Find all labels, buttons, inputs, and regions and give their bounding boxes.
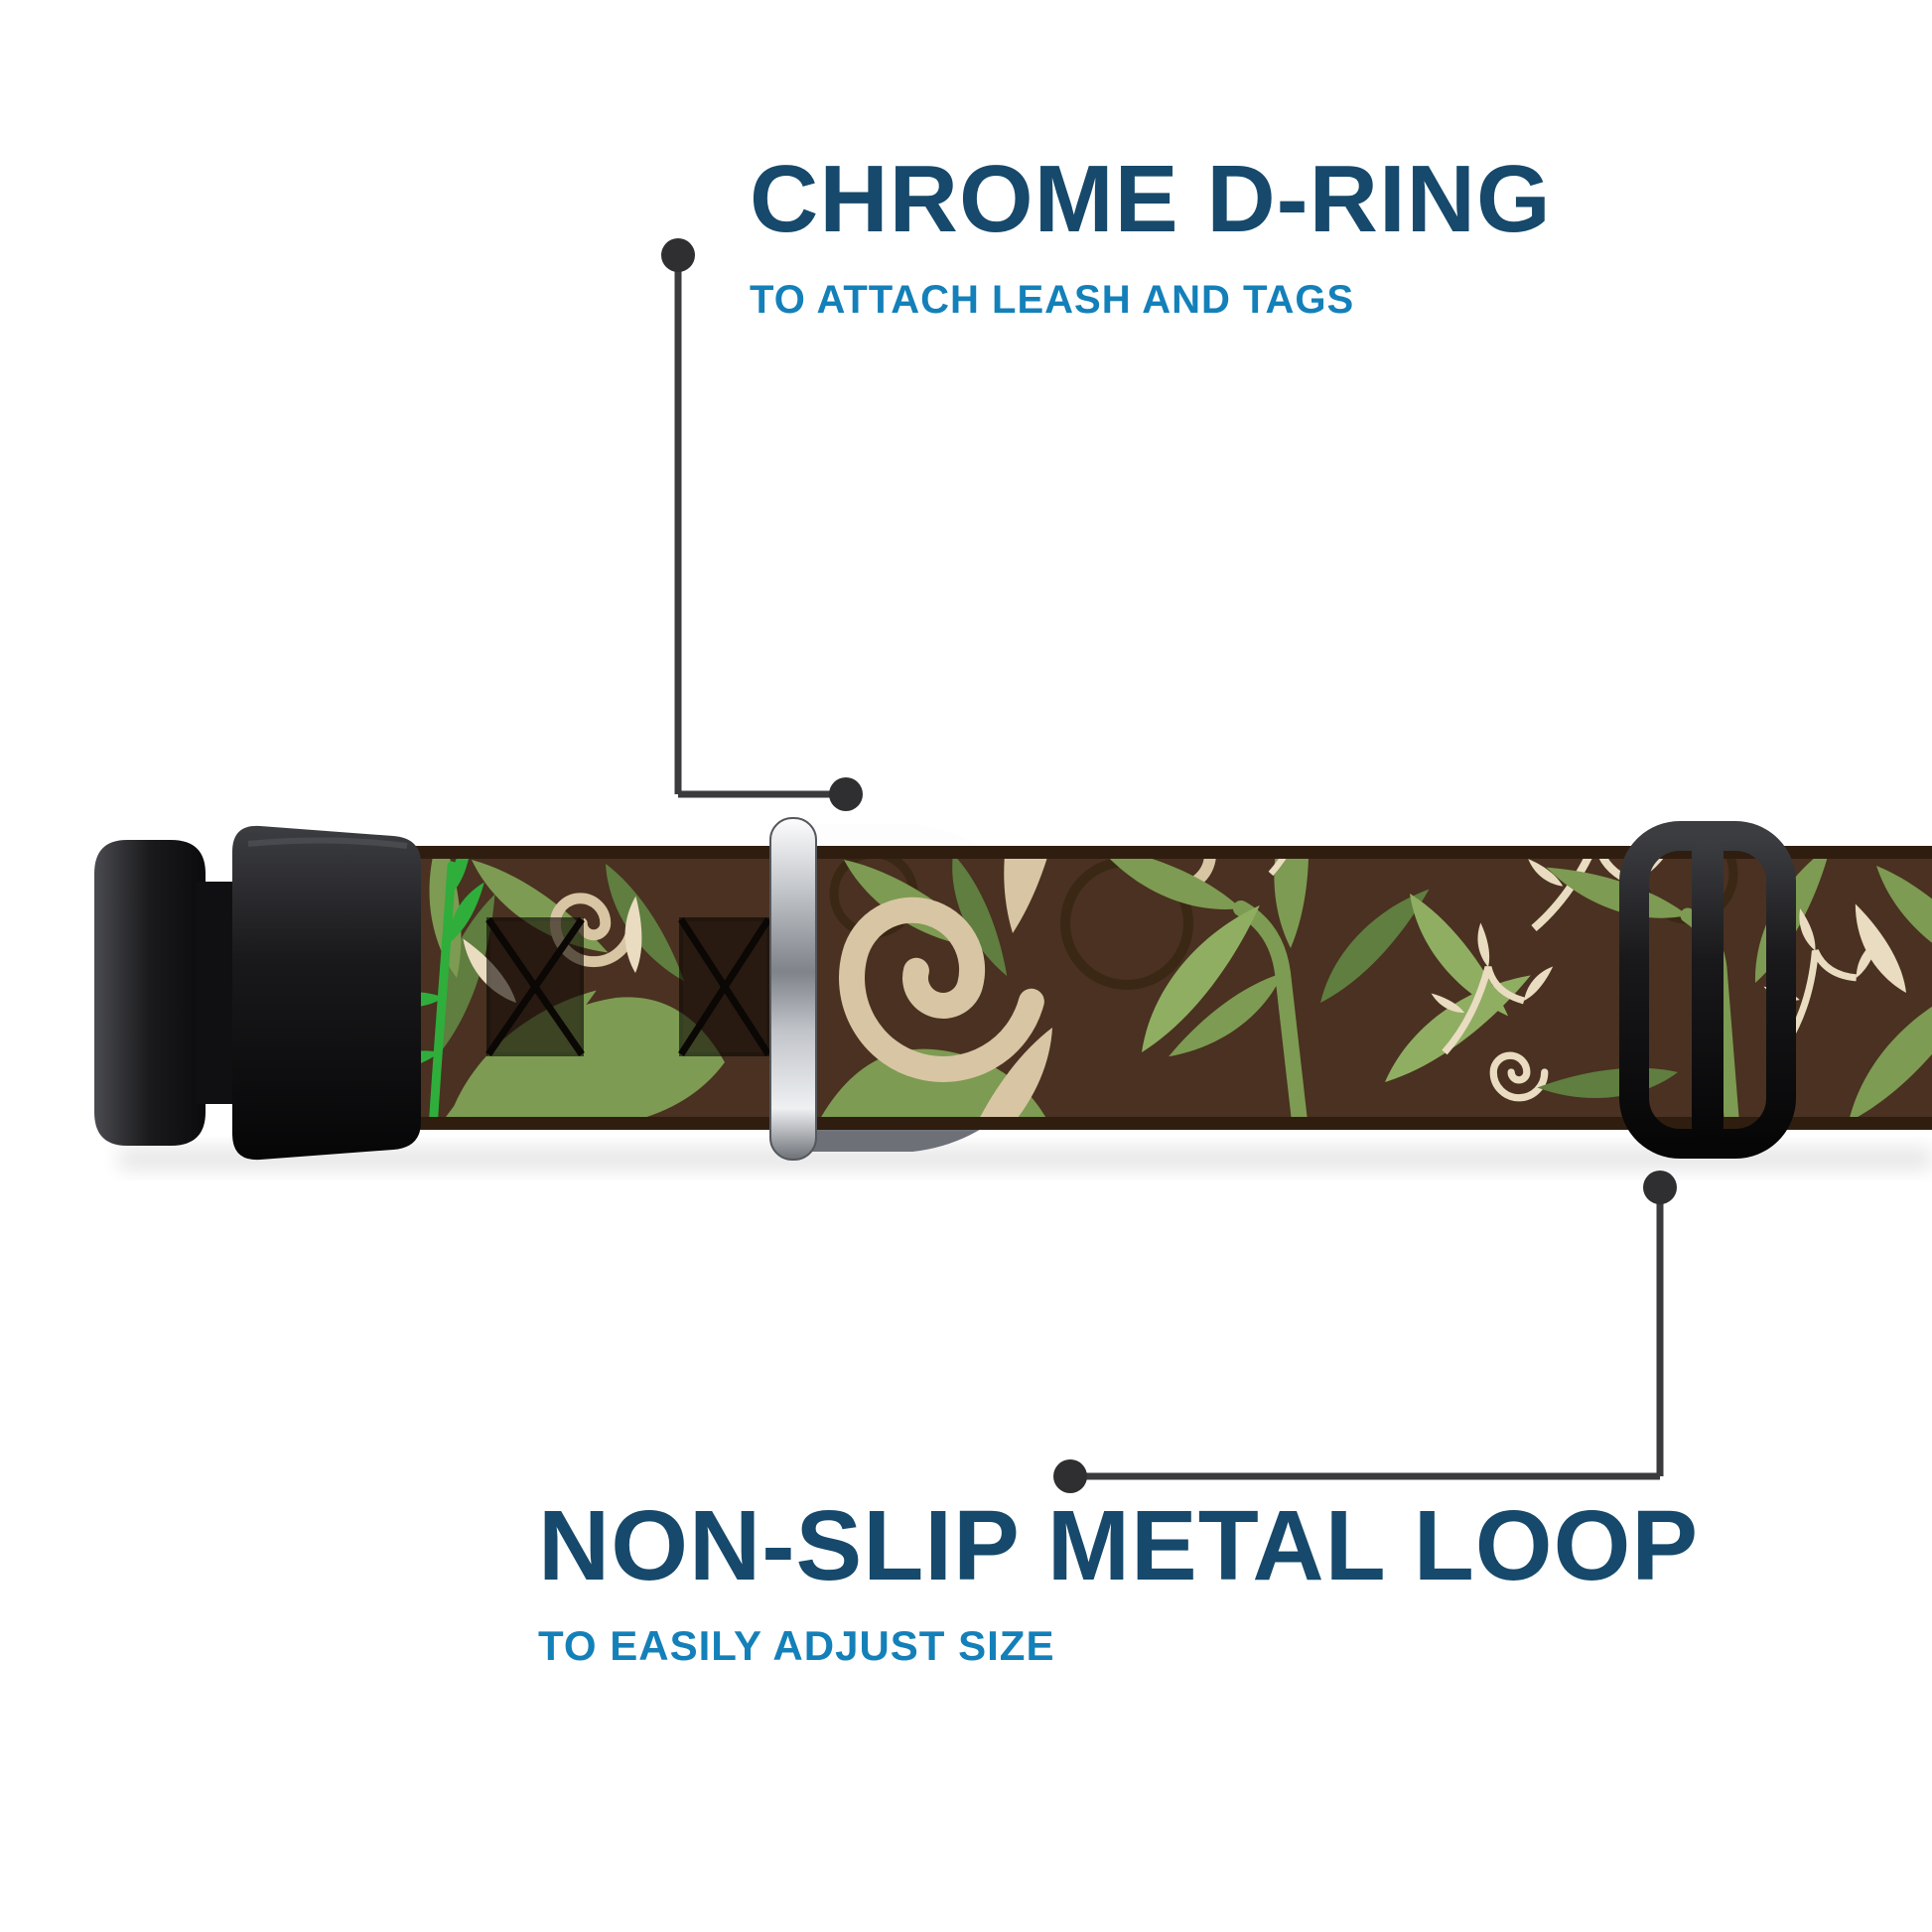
callout-title: NON-SLIP METAL LOOP	[538, 1490, 1700, 1601]
connector-dot	[1053, 1459, 1087, 1493]
connector-dot	[829, 777, 863, 811]
side-release-buckle	[94, 825, 421, 1161]
metal-slider-loop	[1619, 821, 1796, 1159]
callout-subtitle: TO ATTACH LEASH AND TAGS	[750, 277, 1355, 322]
stitch-box	[485, 917, 585, 1056]
chrome-d-ring-bar	[769, 817, 817, 1161]
callout-connector-bottom	[1053, 1171, 1677, 1493]
stitch-box	[678, 917, 771, 1056]
connector-dot	[1643, 1171, 1677, 1204]
callout-metal-loop: NON-SLIP METAL LOOP TO EASILY ADJUST SIZ…	[538, 1495, 1699, 1670]
webbing-strap	[377, 846, 1932, 1130]
callout-chrome-d-ring: CHROME D-RING TO ATTACH LEASH AND TAGS	[750, 151, 1552, 323]
collar-shadow	[119, 1148, 1932, 1170]
callout-connector-top	[661, 238, 863, 811]
connector-dot	[661, 238, 695, 272]
callout-title: CHROME D-RING	[750, 146, 1552, 252]
callout-subtitle: TO EASILY ADJUST SIZE	[538, 1622, 1055, 1669]
